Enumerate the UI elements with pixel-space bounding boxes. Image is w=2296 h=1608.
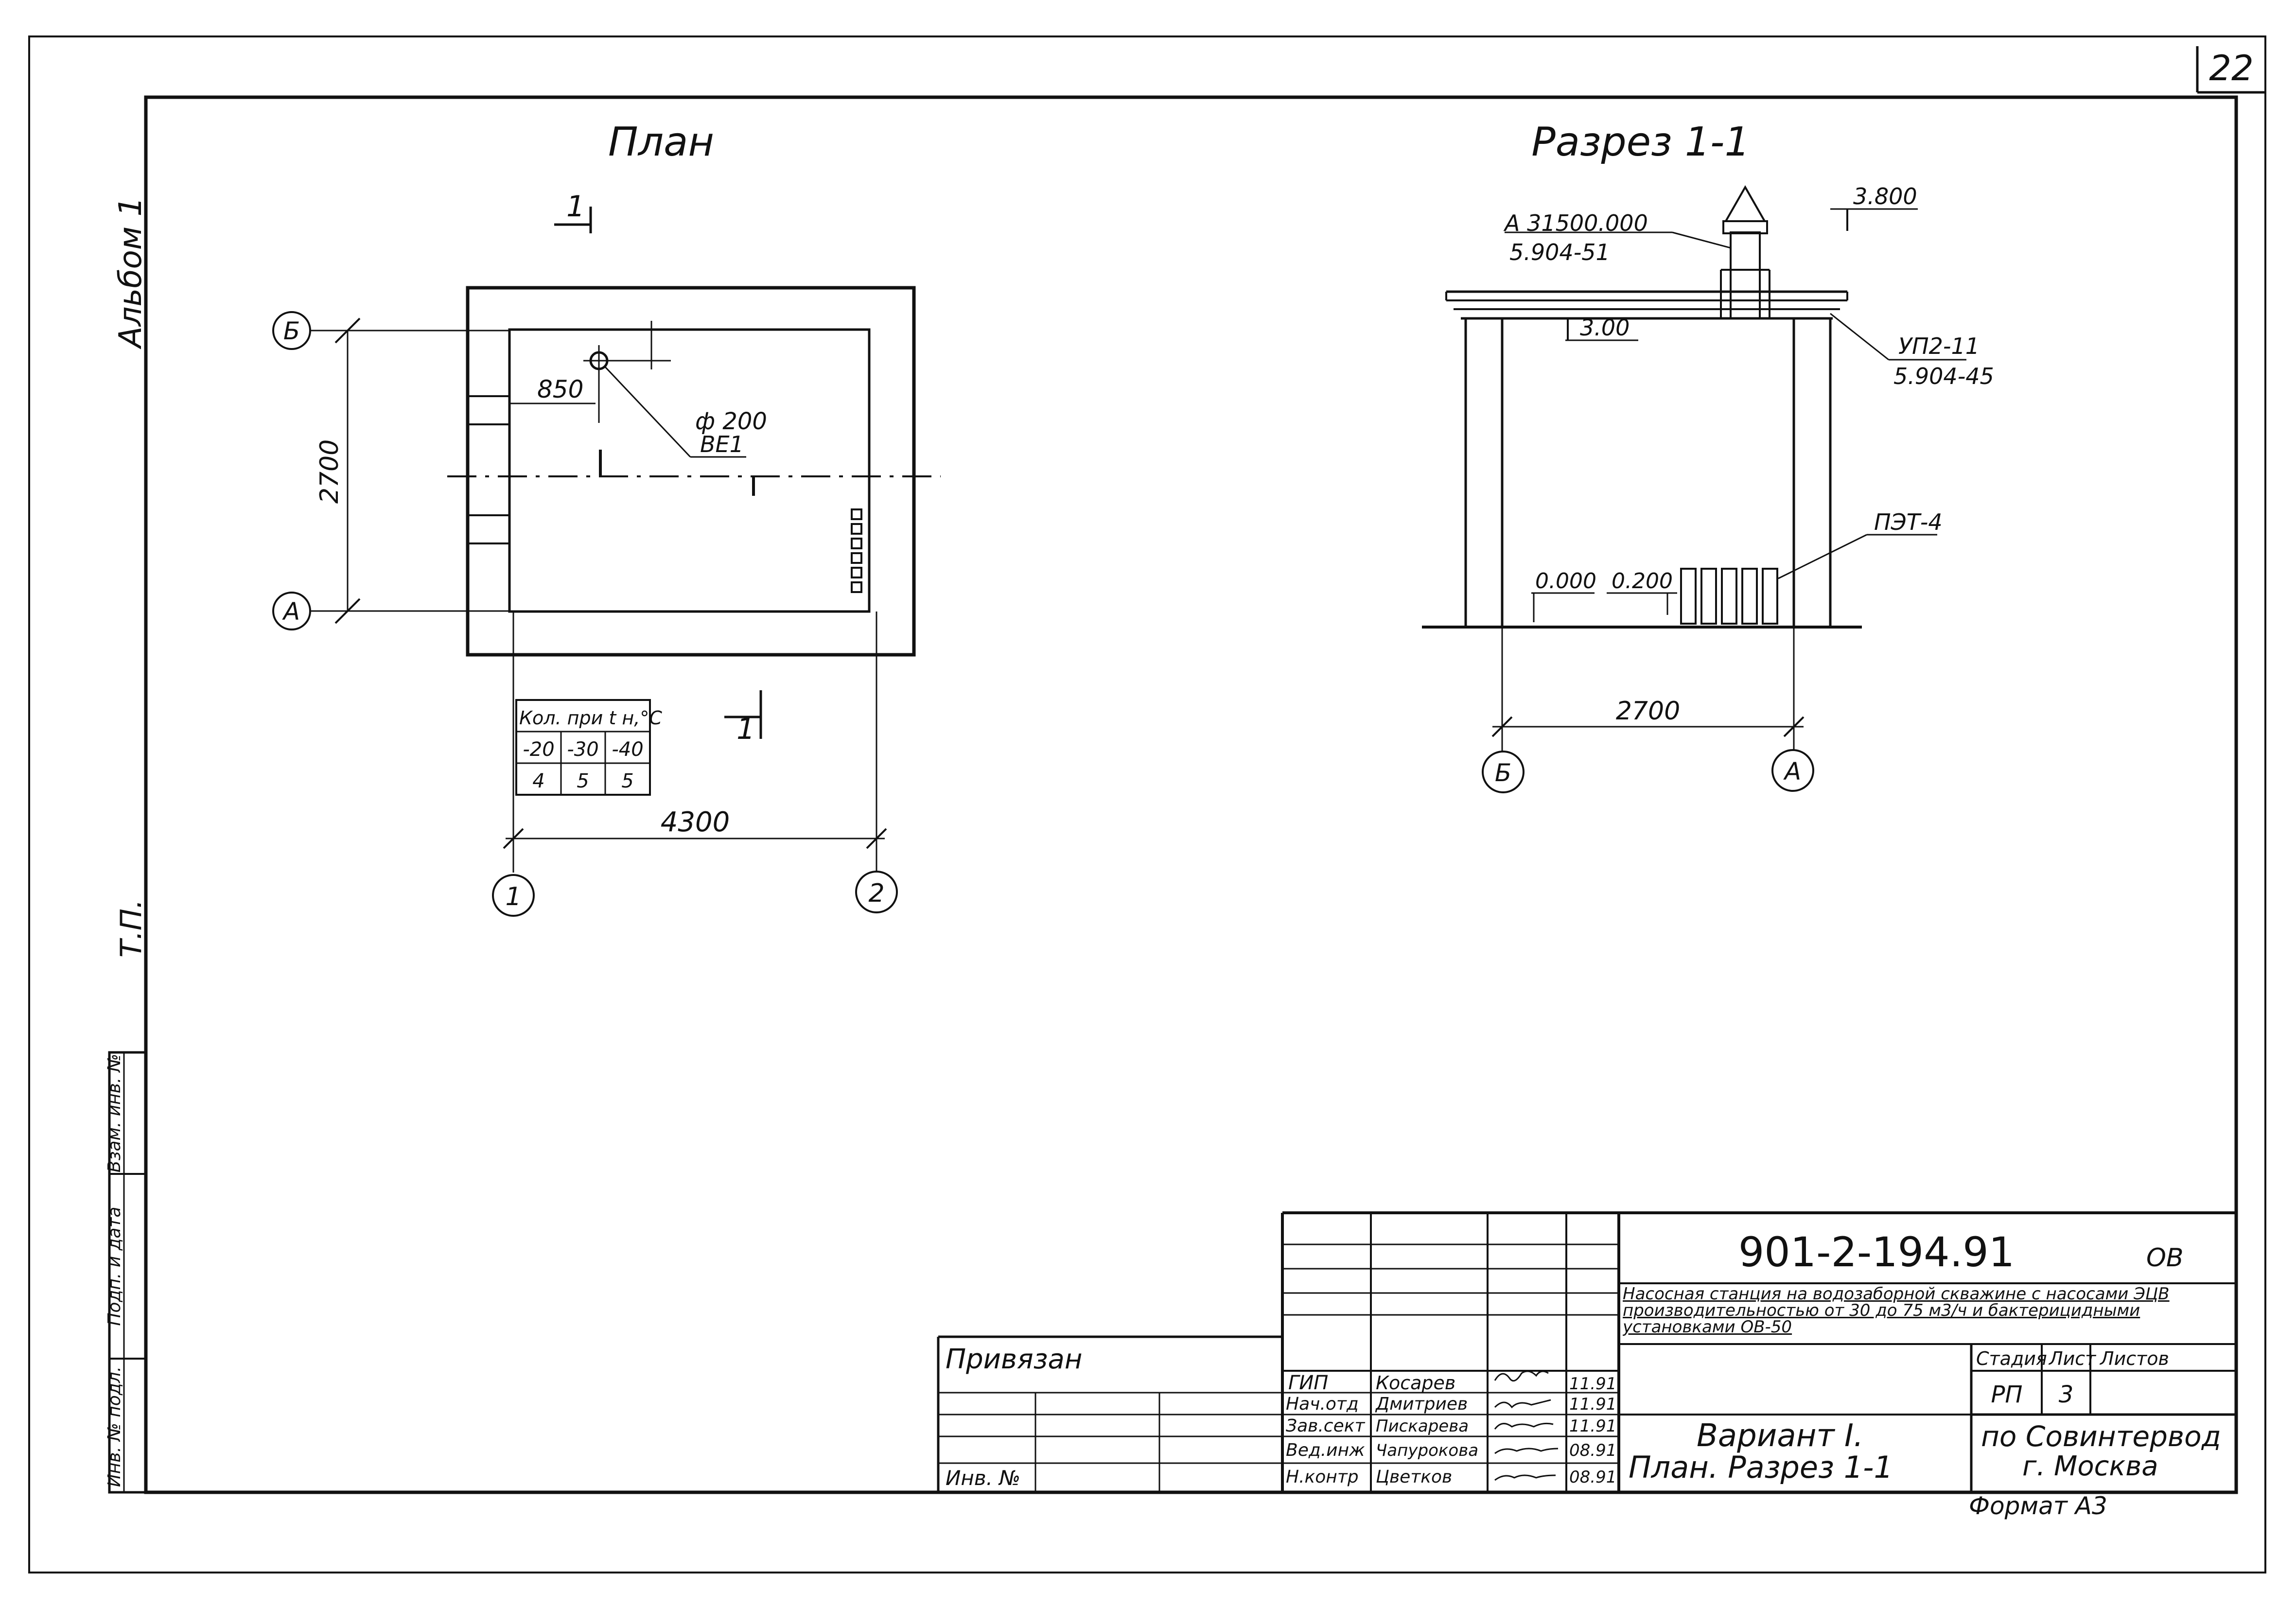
org-city: г. Москва (2022, 1451, 2158, 1482)
stamp-inv-no: Инв. № подл. (105, 1366, 124, 1487)
section-axis-b-label: Б (1495, 759, 1511, 787)
section-wall-right (1792, 317, 1832, 629)
plan-inner-wall (508, 328, 871, 613)
section-axis-a-label: А (1783, 757, 1801, 786)
mark-0000: 0.000 (1535, 569, 1596, 594)
inv-no-label: Инв. № (946, 1466, 1020, 1490)
section-axis-a-marker (1771, 749, 1814, 792)
name-tsvetkov: Цветков (1376, 1467, 1452, 1487)
heater-units (851, 508, 862, 593)
name-piskareva: Пискарева (1376, 1416, 1469, 1436)
date-1: 11.91 (1569, 1374, 1616, 1394)
stage-value: РП (1991, 1381, 2022, 1408)
table-temp-1: -20 (523, 738, 554, 761)
album-label: Альбом 1 (113, 197, 149, 350)
stamp-sign-date: Подп. и дата (105, 1206, 124, 1326)
tp-label: Т.П. (114, 899, 148, 958)
table-count-3: 5 (621, 770, 633, 792)
role-ved-inzh: Вед.инж (1286, 1440, 1365, 1460)
role-n-kontr: Н.контр (1286, 1467, 1359, 1487)
label-5904-51: 5.904-51 (1509, 239, 1610, 265)
well-code: ВЕ1 (700, 431, 744, 457)
plan-title: План (608, 119, 714, 165)
sheet-border (28, 35, 2266, 1573)
stamp-replace-inv: Взам. инв. № (105, 1054, 124, 1172)
name-chapurokova: Чапурокова (1376, 1441, 1478, 1460)
axis-1-label: 1 (505, 882, 521, 911)
sheet-number: 22 (2209, 48, 2254, 88)
heater-count-table: Кол. при t н,°C -20 -30 -40 4 5 5 (515, 699, 662, 796)
stage-label: Стадия (1976, 1348, 2047, 1369)
section-heaters (1680, 568, 1778, 625)
axis-b-marker (272, 311, 311, 350)
label-5904-45: 5.904-45 (1893, 363, 1994, 389)
doc-code: 901-2-194.91 (1738, 1228, 2015, 1276)
dim-4300: 4300 (661, 806, 730, 838)
label-up2-11: УП2-11 (1898, 333, 1980, 359)
date-3: 11.91 (1569, 1416, 1616, 1436)
axis-1-marker (492, 874, 535, 917)
section-axis-b-marker (1482, 751, 1525, 793)
left-stamp: Инв. № подл. Подп. и дата Взам. инв. № (105, 1051, 147, 1494)
handwritten-signatures (1494, 1370, 1559, 1481)
plan-view: План 1 1 ф 200 (272, 119, 941, 917)
table-header: Кол. при t н,°C (519, 707, 662, 729)
date-5: 08.91 (1569, 1468, 1616, 1487)
sheet-value: 3 (2059, 1381, 2074, 1408)
axis-2-marker (855, 871, 898, 913)
mark-0200: 0.200 (1612, 569, 1673, 594)
name-dmitriev: Дмитриев (1375, 1394, 1468, 1414)
format-label: Формат А3 (1969, 1492, 2107, 1520)
role-zav-sekt: Зав.сект (1286, 1416, 1365, 1436)
dim-2700-plan: 2700 (315, 439, 344, 504)
title-block: Привязан Инв. № ГИП Нач.отд Зав.сект Вед… (937, 1211, 2236, 1492)
privyazan-label: Привязан (946, 1344, 1082, 1375)
section-mark-top: 1 (566, 190, 585, 224)
section-code: ОВ (2146, 1243, 2184, 1273)
vent-shaft (1720, 185, 1770, 319)
sheet-label: Лист (2048, 1348, 2097, 1369)
label-a31500: А 31500.000 (1503, 210, 1648, 236)
dim-850: 850 (537, 375, 583, 403)
description-text: Насосная станция на водозаборной скважин… (1623, 1286, 2170, 1337)
drawing-frame (144, 95, 2238, 1494)
label-pet-4: ПЭТ-4 (1874, 509, 1943, 535)
date-2: 11.91 (1569, 1395, 1616, 1414)
variant-text: Вариант I. (1697, 1418, 1863, 1454)
section-title: Разрез 1-1 (1531, 119, 1750, 165)
axis-2-label: 2 (868, 879, 884, 908)
section-wall-left (1464, 317, 1504, 629)
role-nach-otd: Нач.отд (1286, 1394, 1359, 1414)
section-view: Разрез 1-1 (1422, 119, 1994, 793)
mark-300: 3.00 (1580, 315, 1630, 341)
date-4: 08.91 (1569, 1441, 1616, 1460)
well-diameter: ф 200 (695, 408, 767, 435)
sheet-title-text: План. Разрез 1-1 (1629, 1450, 1893, 1485)
org-name: по Совинтервод (1981, 1420, 2221, 1453)
dim-2700-section: 2700 (1616, 697, 1680, 726)
plan-outer-wall (466, 286, 916, 657)
table-count-1: 4 (532, 770, 544, 792)
axis-a-marker (272, 592, 311, 630)
table-count-2: 5 (577, 770, 589, 792)
table-temp-2: -30 (567, 738, 598, 761)
sheets-label: Листов (2099, 1348, 2169, 1369)
section-roof (1445, 290, 1848, 320)
sheet-number-box: 22 (2196, 46, 2265, 94)
role-gip: ГИП (1288, 1372, 1328, 1394)
axis-b-label: Б (283, 317, 300, 345)
description-box: Насосная станция на водозаборной скважин… (1623, 1286, 2170, 1337)
mark-3800: 3.800 (1853, 183, 1917, 210)
axis-a-label: А (282, 597, 300, 626)
name-kosarev: Косарев (1376, 1372, 1455, 1394)
table-temp-3: -40 (612, 738, 643, 761)
